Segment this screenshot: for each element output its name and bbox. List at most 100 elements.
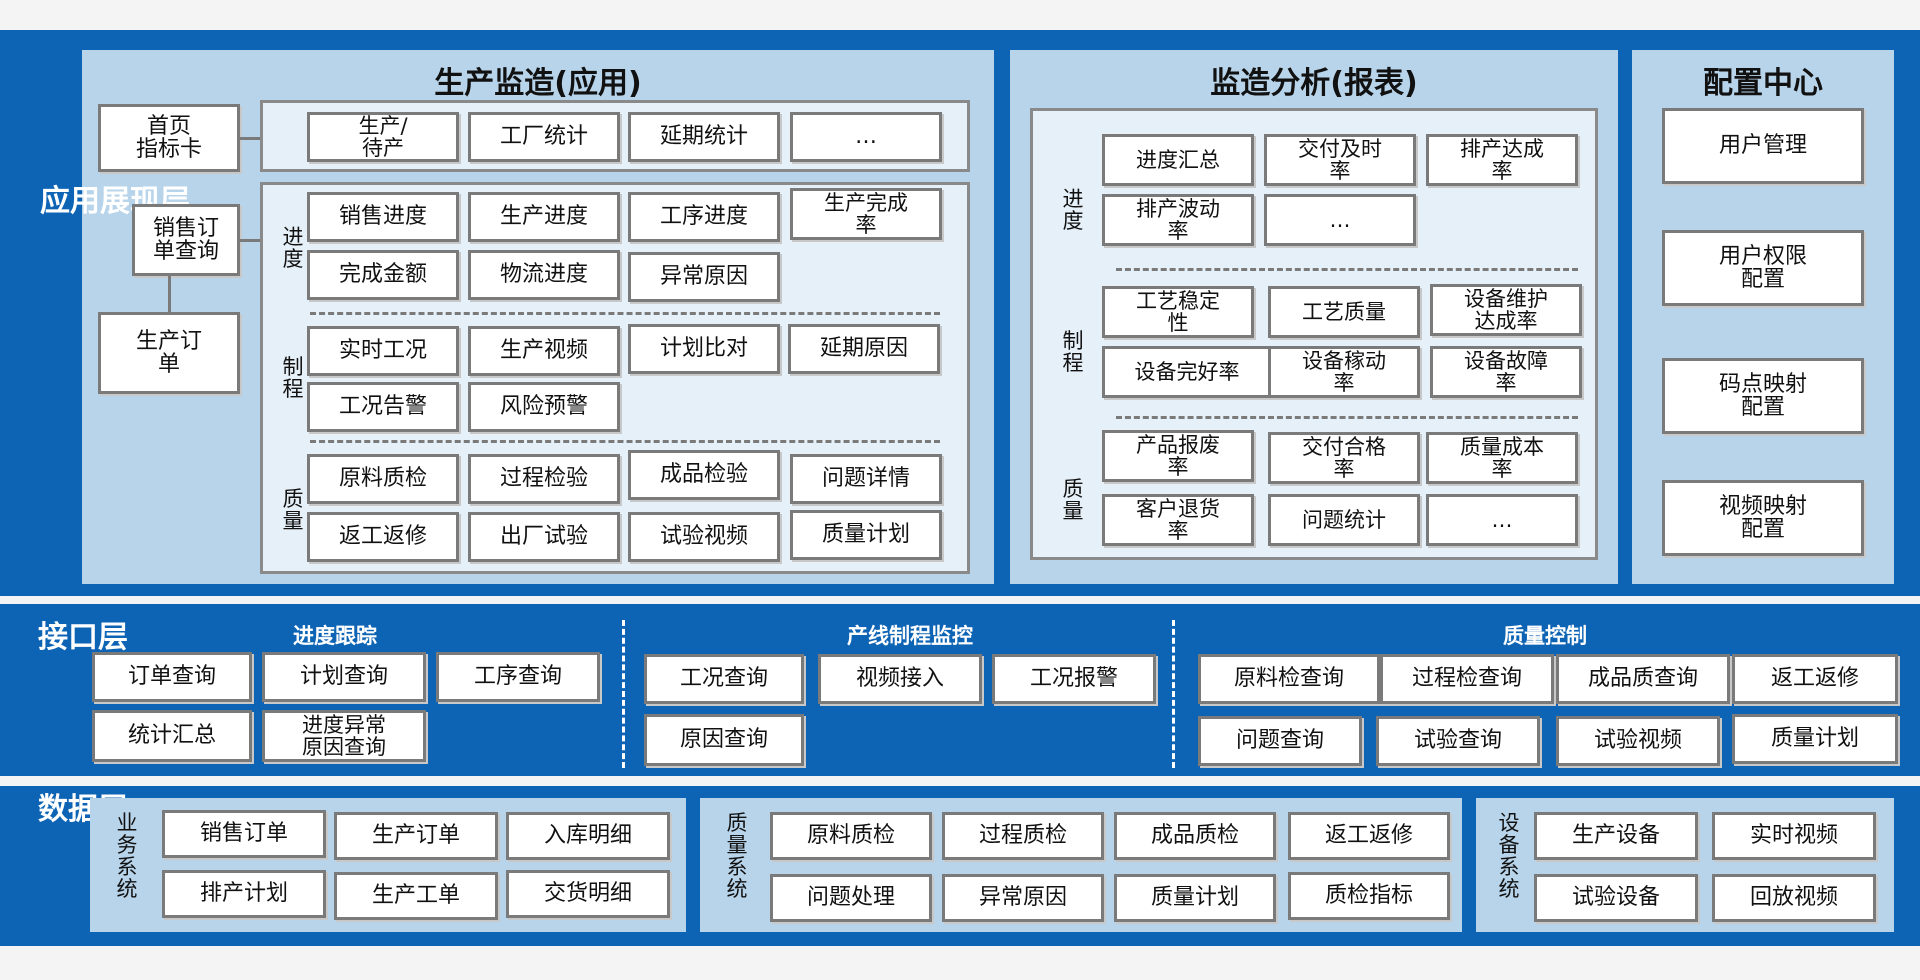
quality-control-title: 质量控制 (1503, 624, 1587, 648)
on-time-delivery-box[interactable]: 交付及时 率 (1264, 134, 1416, 186)
analysis-more-box[interactable]: … (1264, 194, 1416, 246)
plan-query-box[interactable]: 计划查询 (262, 652, 426, 702)
realtime-video-box[interactable]: 实时视频 (1712, 812, 1876, 860)
test-equipment-box[interactable]: 试验设备 (1534, 874, 1698, 922)
production-order-box[interactable]: 生产订 单 (98, 312, 240, 394)
quality-plan-data-box[interactable]: 质量计划 (1114, 874, 1276, 922)
section-divider (1172, 620, 1175, 768)
process-progress-box[interactable]: 工序进度 (628, 192, 780, 242)
issue-handling-box[interactable]: 问题处理 (770, 874, 932, 922)
maintenance-achievement-box[interactable]: 设备维护 达成率 (1430, 284, 1582, 336)
quality-system-label: 质 量 系 统 (726, 811, 748, 902)
raw-material-qc-box[interactable]: 原料质检 (770, 812, 932, 860)
more-box[interactable]: … (790, 112, 942, 162)
test-video-box[interactable]: 试验视频 (628, 512, 780, 562)
delivery-pass-rate-box[interactable]: 交付合格 率 (1268, 432, 1420, 484)
factory-stats-box[interactable]: 工厂统计 (468, 112, 620, 162)
divider (1116, 416, 1578, 419)
production-order-data-box[interactable]: 生产订单 (334, 812, 498, 860)
test-query-box[interactable]: 试验查询 (1376, 716, 1540, 766)
completion-rate-box[interactable]: 生产完成 率 (790, 188, 942, 240)
reason-query-box[interactable]: 原因查询 (644, 714, 804, 766)
home-card-box[interactable]: 首页 指标卡 (98, 104, 240, 172)
delay-reason-box[interactable]: 延期原因 (788, 324, 940, 374)
process-check-query-box[interactable]: 过程检查询 (1380, 654, 1554, 704)
line-monitoring-title: 产线制程监控 (847, 624, 973, 648)
rework-query-box[interactable]: 返工返修 (1732, 654, 1898, 704)
user-management-box[interactable]: 用户管理 (1662, 108, 1864, 184)
config-center-title: 配置中心 (1703, 66, 1823, 101)
delivery-detail-box[interactable]: 交货明细 (506, 870, 670, 918)
production-equipment-box[interactable]: 生产设备 (1534, 812, 1698, 860)
exception-reason-box[interactable]: 异常原因 (628, 252, 780, 302)
issue-query-box[interactable]: 问题查询 (1198, 716, 1362, 766)
issue-detail-box[interactable]: 问题详情 (790, 454, 942, 504)
product-quality-query-box[interactable]: 成品质查询 (1556, 654, 1730, 704)
equipment-integrity-box[interactable]: 设备完好率 (1102, 346, 1272, 398)
order-query-box[interactable]: 订单查询 (92, 652, 252, 702)
production-video-box[interactable]: 生产视频 (468, 326, 620, 376)
scrap-rate-box[interactable]: 产品报废 率 (1102, 430, 1254, 482)
process-label: 制 程 (282, 355, 304, 402)
process-stability-box[interactable]: 工艺稳定 性 (1102, 286, 1254, 338)
quality-cost-rate-box[interactable]: 质量成本 率 (1426, 432, 1578, 484)
raw-material-query-box[interactable]: 原料检查询 (1198, 654, 1380, 704)
customer-return-box[interactable]: 客户退货 率 (1102, 494, 1254, 546)
qc-indicator-box[interactable]: 质检指标 (1288, 872, 1450, 920)
sales-order-query-box[interactable]: 销售订 单查询 (132, 204, 240, 276)
raw-material-inspection-box[interactable]: 原料质检 (307, 454, 459, 504)
quality-more-box[interactable]: … (1426, 494, 1578, 546)
playback-video-box[interactable]: 回放视频 (1712, 874, 1876, 922)
business-system-label: 业 务 系 统 (116, 811, 138, 902)
product-qc-box[interactable]: 成品质检 (1114, 812, 1276, 860)
factory-test-box[interactable]: 出厂试验 (468, 512, 620, 562)
issue-statistics-box[interactable]: 问题统计 (1268, 494, 1420, 546)
schedule-achievement-box[interactable]: 排产达成 率 (1426, 134, 1578, 186)
quality-plan-box[interactable]: 质量计划 (790, 510, 942, 560)
sales-order-box[interactable]: 销售订单 (162, 810, 326, 858)
logistics-progress-box[interactable]: 物流进度 (468, 250, 620, 300)
exception-reason-data-box[interactable]: 异常原因 (942, 874, 1104, 922)
divider (310, 312, 940, 315)
progress-summary-box[interactable]: 进度汇总 (1102, 134, 1254, 186)
condition-query-box[interactable]: 工况查询 (644, 654, 804, 704)
process-quality-box[interactable]: 工艺质量 (1268, 286, 1420, 338)
rework-box[interactable]: 返工返修 (307, 512, 459, 562)
quality-label: 质 量 (282, 487, 304, 534)
production-progress-box[interactable]: 生产进度 (468, 192, 620, 242)
divider (310, 440, 940, 443)
product-inspection-box[interactable]: 成品检验 (628, 450, 780, 500)
completed-amount-box[interactable]: 完成金额 (307, 250, 459, 300)
divider (1116, 268, 1578, 271)
condition-alarm-query-box[interactable]: 工况报警 (992, 654, 1156, 704)
equipment-utilization-box[interactable]: 设备稼动 率 (1268, 346, 1420, 398)
stats-summary-box[interactable]: 统计汇总 (92, 710, 252, 762)
exception-reason-query-box[interactable]: 进度异常 原因查询 (262, 710, 426, 762)
plan-comparison-box[interactable]: 计划比对 (628, 324, 780, 374)
quality-plan-query-box[interactable]: 质量计划 (1732, 714, 1898, 764)
equipment-failure-box[interactable]: 设备故障 率 (1430, 346, 1582, 398)
pending-production-box[interactable]: 生产/ 待产 (307, 112, 459, 162)
video-mapping-box[interactable]: 视频映射 配置 (1662, 480, 1864, 556)
production-detail-group (260, 182, 970, 574)
condition-alarm-box[interactable]: 工况告警 (307, 382, 459, 432)
rework-data-box[interactable]: 返工返修 (1288, 812, 1450, 860)
process-query-box[interactable]: 工序查询 (436, 652, 600, 702)
sales-progress-box[interactable]: 销售进度 (307, 192, 459, 242)
schedule-plan-box[interactable]: 排产计划 (162, 870, 326, 918)
schedule-fluctuation-box[interactable]: 排产波动 率 (1102, 194, 1254, 246)
connector-line (240, 137, 262, 140)
delay-stats-box[interactable]: 延期统计 (628, 112, 780, 162)
monitoring-analysis-title: 监造分析(报表) (1210, 66, 1418, 101)
process-inspection-box[interactable]: 过程检验 (468, 454, 620, 504)
point-mapping-box[interactable]: 码点映射 配置 (1662, 358, 1864, 434)
risk-warning-box[interactable]: 风险预警 (468, 382, 620, 432)
device-system-label: 设 备 系 统 (1498, 811, 1520, 902)
video-access-box[interactable]: 视频接入 (818, 654, 982, 704)
process-qc-box[interactable]: 过程质检 (942, 812, 1104, 860)
user-permission-box[interactable]: 用户权限 配置 (1662, 230, 1864, 306)
work-order-box[interactable]: 生产工单 (334, 872, 498, 920)
test-video-query-box[interactable]: 试验视频 (1556, 716, 1720, 766)
warehouse-detail-box[interactable]: 入库明细 (506, 812, 670, 860)
realtime-condition-box[interactable]: 实时工况 (307, 326, 459, 376)
